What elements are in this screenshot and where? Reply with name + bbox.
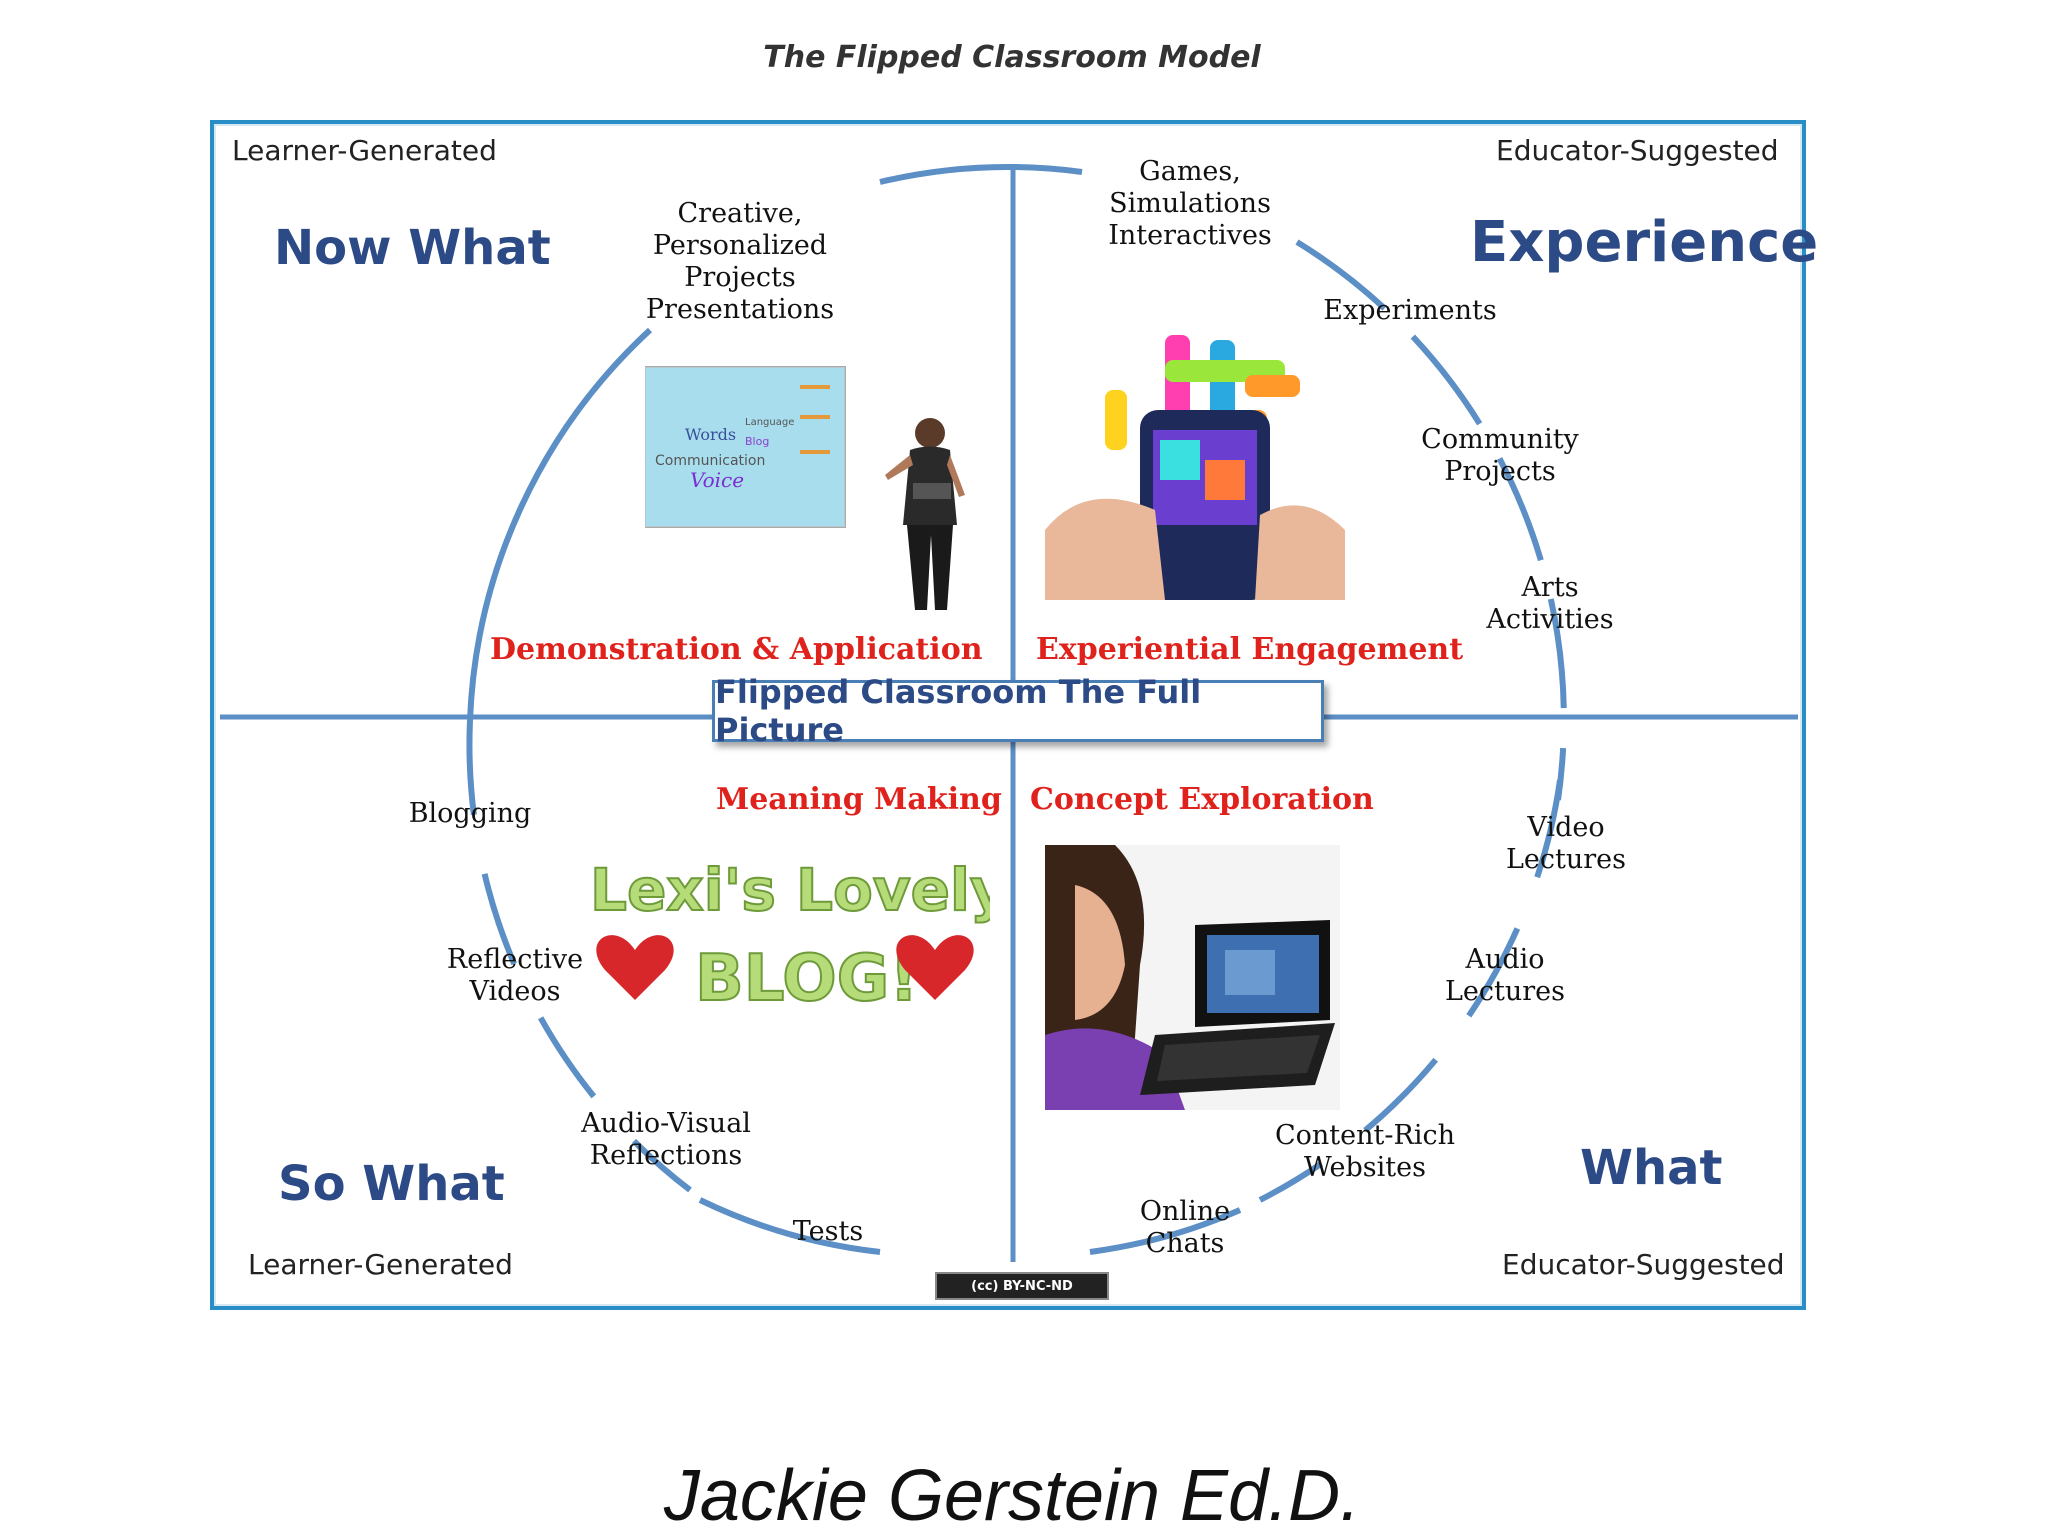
svg-text:Words: Words: [685, 425, 736, 444]
quadrant-now-what: Now What: [274, 220, 551, 276]
arc-top: [879, 164, 1083, 185]
corner-bottom-left: Learner-Generated: [248, 1248, 513, 1281]
arc-right-bottom: [1258, 779, 1563, 1203]
phase-meaning: Meaning Making: [716, 782, 1002, 817]
arc-left-top: [467, 327, 653, 721]
svg-text:Voice: Voice: [690, 468, 744, 492]
blog-graphic: Lexi's Lovely BLOG!: [580, 840, 990, 1030]
activity-blogging: Blogging: [408, 798, 532, 829]
phone-toys-photo: [1045, 330, 1345, 600]
phase-experiential: Experiential Engagement: [1036, 632, 1464, 667]
quadrant-experience: Experience: [1470, 210, 1819, 275]
quadrant-what: What: [1580, 1140, 1723, 1196]
svg-text:Blog: Blog: [745, 435, 769, 448]
phase-demonstration: Demonstration & Application: [490, 632, 983, 667]
diagram-title: The Flipped Classroom Model: [763, 40, 1261, 75]
activity-games: Games,Simulations Interactives: [1108, 156, 1272, 251]
svg-text:Communication: Communication: [655, 453, 765, 469]
center-label: Flipped Classroom The Full Picture: [712, 673, 1324, 749]
arc-bottom-right: [1089, 1207, 1242, 1255]
corner-top-left: Learner-Generated: [232, 134, 497, 167]
activity-tests: Tests: [792, 1216, 864, 1247]
author-name: Jackie Gerstein Ed.D.: [663, 1456, 1361, 1536]
quadrant-so-what: So What: [278, 1156, 505, 1212]
svg-text:Language: Language: [745, 417, 794, 428]
arc-left-bottom: [466, 719, 692, 1193]
laptop-photo: [1045, 845, 1340, 1110]
corner-top-right: Educator-Suggested: [1496, 134, 1779, 167]
svg-text:BLOG!: BLOG!: [695, 942, 918, 1016]
arc-bottom-left: [698, 1197, 881, 1255]
activity-experiments: Experiments: [1323, 295, 1497, 326]
svg-text:Lexi's Lovely: Lexi's Lovely: [590, 856, 990, 924]
license-badge: (cc) BY-NC-ND: [935, 1272, 1109, 1300]
presentation-photo: Words Communication Voice Language Blog: [645, 365, 975, 623]
corner-bottom-right: Educator-Suggested: [1502, 1248, 1785, 1281]
arc-right-top: [1295, 239, 1567, 801]
phase-concept: Concept Exploration: [1030, 782, 1374, 817]
